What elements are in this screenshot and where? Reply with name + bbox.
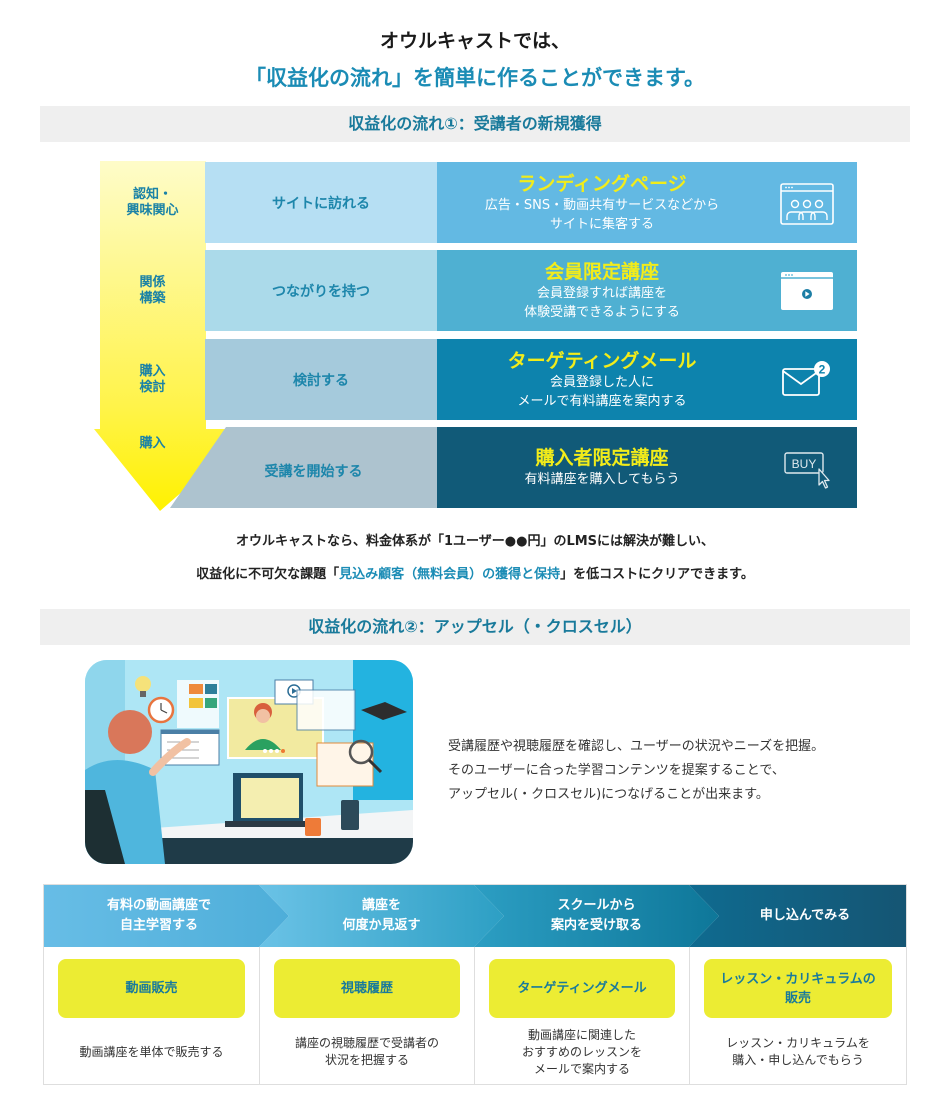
desc-line: メールで案内する xyxy=(533,1061,630,1076)
note-highlight: 見込み顧客（無料会員）の獲得と保持 xyxy=(339,567,561,582)
upsell-description: 受講履歴や視聴履歴を確認し、ユーザーの状況やニーズを把握。 そのユーザーに合った… xyxy=(448,735,824,807)
step-head-text: 講座を xyxy=(361,898,401,913)
step-head-1: 有料の動画講座で自主学習する xyxy=(44,885,274,947)
section-title-flow1: 収益化の流れ①：受講者の新規獲得 xyxy=(40,106,910,142)
action-visit-site: サイトに訪れる xyxy=(205,162,437,243)
step-desc: レッスン・カリキュラムを購入・申し込んでもらう xyxy=(694,1023,902,1081)
para-line: アップセル(・クロスセル)につなげることが出来ます。 xyxy=(448,787,769,802)
step-col-2: 視聴履歴 講座の視聴履歴で受講者の状況を把握する xyxy=(260,947,475,1085)
step-head-text: 有料の動画講座で xyxy=(106,898,211,913)
feature-lesson-sales: レッスン・カリキュラムの販売 xyxy=(704,959,892,1018)
stage-label: 認知・ xyxy=(132,187,172,202)
card-member-course: 会員限定講座 会員登録すれば講座を 体験受講できるようにする xyxy=(437,250,857,331)
card-desc: 会員登録した人に xyxy=(549,374,654,390)
buy-button-cursor-icon: BUY xyxy=(784,451,830,489)
step-head-2: 講座を何度か見返す xyxy=(274,885,489,947)
card-desc: 広告・SNS・動画共有サービスなどから xyxy=(484,197,720,213)
card-desc: メールで有料講座を案内する xyxy=(517,393,687,409)
desc-line: 動画講座を単体で販売する xyxy=(79,1044,224,1059)
step-col-4: レッスン・カリキュラムの販売 レッスン・カリキュラムを購入・申し込んでもらう xyxy=(690,947,906,1085)
landing-page-audience-icon xyxy=(780,182,834,225)
card-title: ターゲティングメール xyxy=(507,349,697,372)
step-head-text: 申し込んでみる xyxy=(759,908,851,923)
mail-notification-icon: 2 xyxy=(782,360,830,396)
stage-label: 検討 xyxy=(139,380,166,395)
stage-relationship: 関係 構築 xyxy=(100,275,205,307)
section-title-flow2: 収益化の流れ②：アップセル（・クロスセル） xyxy=(40,609,910,645)
steps-header-bg xyxy=(44,885,906,947)
card-desc: 有料講座を購入してもらう xyxy=(524,472,680,487)
buy-label: BUY xyxy=(792,457,817,471)
pill-label: 動画販売 xyxy=(125,981,178,996)
feature-video-sales: 動画販売 xyxy=(58,959,245,1018)
step-col-3: ターゲティングメール 動画講座に関連したおすすめのレッスンをメールで案内する xyxy=(475,947,690,1085)
step-head-text: 案内を受け取る xyxy=(550,918,642,933)
sub-headline: 「収益化の流れ」を簡単に作ることができます。 xyxy=(245,66,705,90)
para-line: そのユーザーに合った学習コンテンツを提案することで、 xyxy=(448,763,785,778)
stage-awareness: 認知・ 興味関心 xyxy=(100,187,205,219)
card-targeting-mail: ターゲティングメール 会員登録した人に メールで有料講座を案内する 2 xyxy=(437,339,857,420)
step-head-text: 自主学習する xyxy=(119,918,198,933)
note-text: 収益化に不可欠な課題「 xyxy=(196,567,340,582)
note-text: 」を低コストにクリアできます。 xyxy=(560,567,754,582)
step-col-1: 動画販売 動画講座を単体で販売する xyxy=(44,947,260,1085)
action-row-bg xyxy=(170,427,437,508)
desc-line: 状況を把握する xyxy=(324,1053,409,1067)
card-desc: 体験受講できるようにする xyxy=(524,304,680,320)
pill-label: レッスン・カリキュラムの xyxy=(720,971,876,987)
desc-line: 講座の視聴履歴で受講者の xyxy=(294,1036,439,1050)
feature-targeting-mail: ターゲティングメール xyxy=(489,959,675,1018)
desc-line: 購入・申し込んでもらう xyxy=(732,1053,864,1067)
stage-purchase: 購入 xyxy=(100,436,205,452)
card-desc: サイトに集客する xyxy=(549,216,654,232)
pill-label: ターゲティングメール xyxy=(517,981,647,996)
desc-line: おすすめのレッスンを xyxy=(521,1044,642,1059)
para-line: 受講履歴や視聴履歴を確認し、ユーザーの状況やニーズを把握。 xyxy=(448,739,825,754)
note-line2: 収益化に不可欠な課題「見込み顧客（無料会員）の獲得と保持」を低コストにクリアでき… xyxy=(0,563,950,582)
stage-label: 関係 xyxy=(139,275,166,290)
step-desc: 動画講座を単体で販売する xyxy=(48,1023,255,1081)
mail-badge-count: 2 xyxy=(819,362,826,376)
card-title: 購入者限定講座 xyxy=(535,447,669,469)
pill-label: 視聴履歴 xyxy=(340,981,393,996)
step-desc: 講座の視聴履歴で受講者の状況を把握する xyxy=(264,1023,470,1081)
card-title: ランディングページ xyxy=(517,172,687,195)
online-learning-illustration xyxy=(85,660,413,864)
action-consider: 検討する xyxy=(205,339,437,420)
desc-line: 動画講座に関連した xyxy=(527,1027,636,1042)
feature-view-history: 視聴履歴 xyxy=(274,959,460,1018)
upsell-steps: 有料の動画講座で自主学習する 講座を何度か見返す スクールから案内を受け取る 申… xyxy=(43,884,907,1085)
stage-label: 構築 xyxy=(139,291,166,306)
note-line1: オウルキャストなら、料金体系が「1ユーザー●●円」のLMSには解決が難しい、 xyxy=(235,534,715,549)
desc-line: レッスン・カリキュラムを xyxy=(726,1036,870,1050)
card-landing-page: ランディングページ 広告・SNS・動画共有サービスなどから サイトに集客する xyxy=(437,162,857,243)
stage-label: 興味関心 xyxy=(126,203,179,218)
down-arrow-icon xyxy=(94,161,254,511)
step-head-3: スクールから案内を受け取る xyxy=(489,885,704,947)
step-head-text: スクールから xyxy=(557,898,636,913)
stage-label: 購入 xyxy=(139,436,166,451)
action-connect: つながりを持つ xyxy=(205,250,437,331)
action-start-course: 受講を開始する xyxy=(264,463,363,480)
card-desc: 会員登録すれば講座を xyxy=(536,285,667,301)
video-play-window-icon xyxy=(781,271,833,310)
stage-label: 購入 xyxy=(139,364,166,379)
card-buyer-course: 購入者限定講座 有料講座を購入してもらう BUY xyxy=(437,427,857,508)
step-head-text: 何度か見返す xyxy=(342,918,421,933)
step-head-4: 申し込んでみる xyxy=(704,885,906,947)
card-title: 会員限定講座 xyxy=(544,260,659,283)
stage-consider: 購入 検討 xyxy=(100,364,205,396)
pill-label: 販売 xyxy=(784,990,811,1006)
headline: オウルキャストでは、 xyxy=(379,30,570,52)
step-desc: 動画講座に関連したおすすめのレッスンをメールで案内する xyxy=(479,1023,685,1081)
